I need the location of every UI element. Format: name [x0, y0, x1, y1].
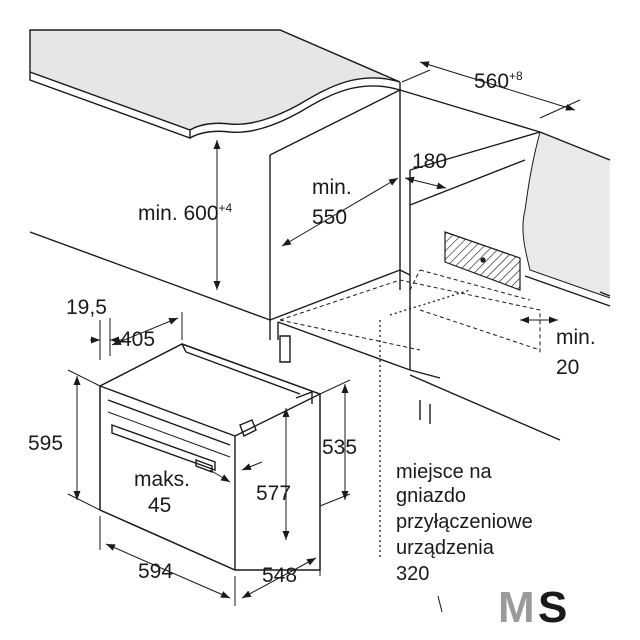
label-548: 548	[262, 564, 297, 587]
label-min-600: min. 600+4	[138, 201, 233, 225]
logo-letter-m: M	[498, 583, 535, 632]
oven	[99, 343, 321, 571]
label-min-550-2: 550	[312, 206, 347, 229]
socket-note: miejsce na gniazdo przyłączeniowe urządz…	[396, 461, 533, 585]
label-180: 180	[412, 150, 447, 173]
note-line-2: gniazdo	[396, 485, 466, 507]
label-19-5: 19,5	[66, 296, 107, 319]
label-min-550-1: min.	[312, 176, 352, 199]
countertop	[29, 29, 401, 139]
cabinet	[29, 88, 561, 441]
label-min-20-1: min.	[556, 326, 596, 349]
socket-leader	[379, 289, 471, 613]
dimension-lines	[67, 61, 581, 606]
brand-logo: M S	[498, 583, 567, 632]
label-maks-45-1: maks.	[134, 468, 190, 491]
dimension-labels: 560+8 min. 600+4 min. 550 180 min. 20 19…	[28, 69, 596, 587]
note-line-1: miejsce na	[396, 461, 492, 483]
note-line-4: urządzenia	[396, 537, 495, 559]
logo-letter-s: S	[538, 583, 567, 632]
label-595: 595	[28, 432, 63, 455]
note-line-3: przyłączeniowe	[396, 511, 533, 533]
label-min-20-2: 20	[556, 356, 579, 379]
recess-outline	[279, 269, 541, 355]
label-405: 405	[120, 328, 155, 351]
socket-area	[444, 231, 521, 291]
note-line-5: 320	[396, 563, 429, 585]
label-577: 577	[256, 482, 291, 505]
label-535: 535	[322, 436, 357, 459]
label-594: 594	[138, 560, 173, 583]
label-560: 560+8	[474, 69, 523, 93]
label-maks-45-2: 45	[148, 494, 171, 517]
back-wall	[522, 131, 611, 307]
